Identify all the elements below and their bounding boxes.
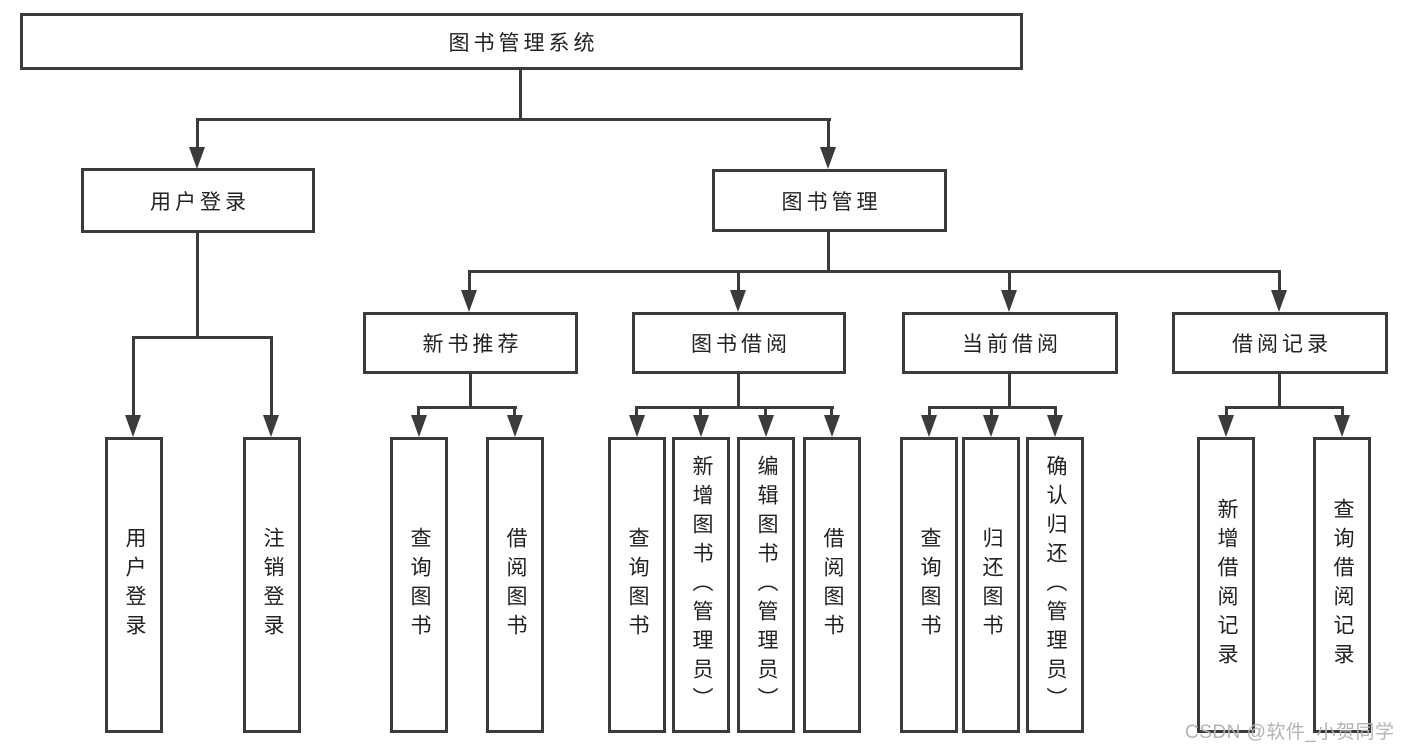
leaf-edit-books-admin: 编辑图书（管理员） [737,437,795,733]
arrow-down-icon [263,415,279,437]
arrow-down-icon [507,415,523,437]
arrow-down-icon [125,415,141,437]
arrow-down-icon [693,415,709,437]
leaf-borrow-books-recommend: 借阅图书 [486,437,544,733]
node-book-management: 图书管理 [712,169,947,232]
leaf-confirm-return-admin: 确认归还（管理员） [1026,437,1084,733]
csdn-watermark: CSDN @软件_小贺同学 [1185,722,1395,743]
connector-user-login-stem [196,233,199,338]
connector-new-book-drop [417,406,420,419]
connector-book-mgmt-bar [468,270,1280,273]
connector-new-book-drop [513,406,516,419]
arrow-down-icon [629,415,645,437]
arrow-down-icon [983,415,999,437]
node-library-management-system: 图书管理系统 [20,13,1023,70]
leaf-logout: 注销登录 [243,437,301,733]
arrow-down-icon [921,415,937,437]
arrow-down-icon [758,415,774,437]
leaf-query-books-recommend: 查询图书 [390,437,448,733]
connector-current-drop [990,406,993,419]
arrow-down-icon [824,415,840,437]
connector-borrowing-bar [635,406,834,409]
connector-user-login-drop [270,336,273,420]
connector-root-right-drop [827,118,830,152]
connector-root-left-drop [196,118,199,152]
connector-borrowing-drop [764,406,767,419]
connector-current-stem [1008,374,1011,409]
connector-user-login-bar [132,336,273,339]
connector-records-stem [1278,374,1281,409]
node-new-book-recommend: 新书推荐 [363,312,578,374]
arrow-down-icon [1218,415,1234,437]
arrow-down-icon [820,147,836,169]
arrow-down-icon [1047,415,1063,437]
node-book-borrowing: 图书借阅 [632,312,846,374]
connector-root-bar [197,118,831,121]
connector-book-mgmt-drop [468,270,471,294]
leaf-return-books: 归还图书 [962,437,1020,733]
arrow-down-icon [1001,290,1017,312]
connector-records-drop [1225,406,1228,419]
connector-borrowing-drop [699,406,702,419]
arrow-down-icon [1271,290,1287,312]
connector-new-book-bar [417,406,517,409]
leaf-query-books-current: 查询图书 [900,437,958,733]
connector-book-mgmt-drop [1278,270,1281,294]
connector-current-drop [928,406,931,419]
connector-book-mgmt-drop [1008,270,1011,294]
node-current-borrowing: 当前借阅 [902,312,1118,374]
connector-borrowing-drop [635,406,638,419]
connector-current-drop [1054,406,1057,419]
arrow-down-icon [730,290,746,312]
connector-borrowing-drop [830,406,833,419]
connector-records-bar [1225,406,1344,409]
leaf-add-books-admin: 新增图书（管理员） [672,437,730,733]
leaf-user-login: 用户登录 [105,437,163,733]
arrow-down-icon [1334,415,1350,437]
connector-records-drop [1341,406,1344,419]
node-borrowing-records: 借阅记录 [1172,312,1388,374]
connector-root-stem [519,69,522,121]
leaf-query-borrow-record: 查询借阅记录 [1313,437,1371,733]
connector-borrowing-stem [737,374,740,409]
arrow-down-icon [461,290,477,312]
connector-book-mgmt-drop [737,270,740,294]
leaf-borrow-books: 借阅图书 [803,437,861,733]
leaf-query-books-borrowing: 查询图书 [608,437,666,733]
arrow-down-icon [189,147,205,169]
leaf-add-borrow-record: 新增借阅记录 [1197,437,1255,733]
arrow-down-icon [411,415,427,437]
connector-user-login-drop [132,336,135,420]
node-user-login: 用户登录 [81,168,315,233]
connector-new-book-stem [469,374,472,409]
connector-book-mgmt-stem [827,232,830,272]
